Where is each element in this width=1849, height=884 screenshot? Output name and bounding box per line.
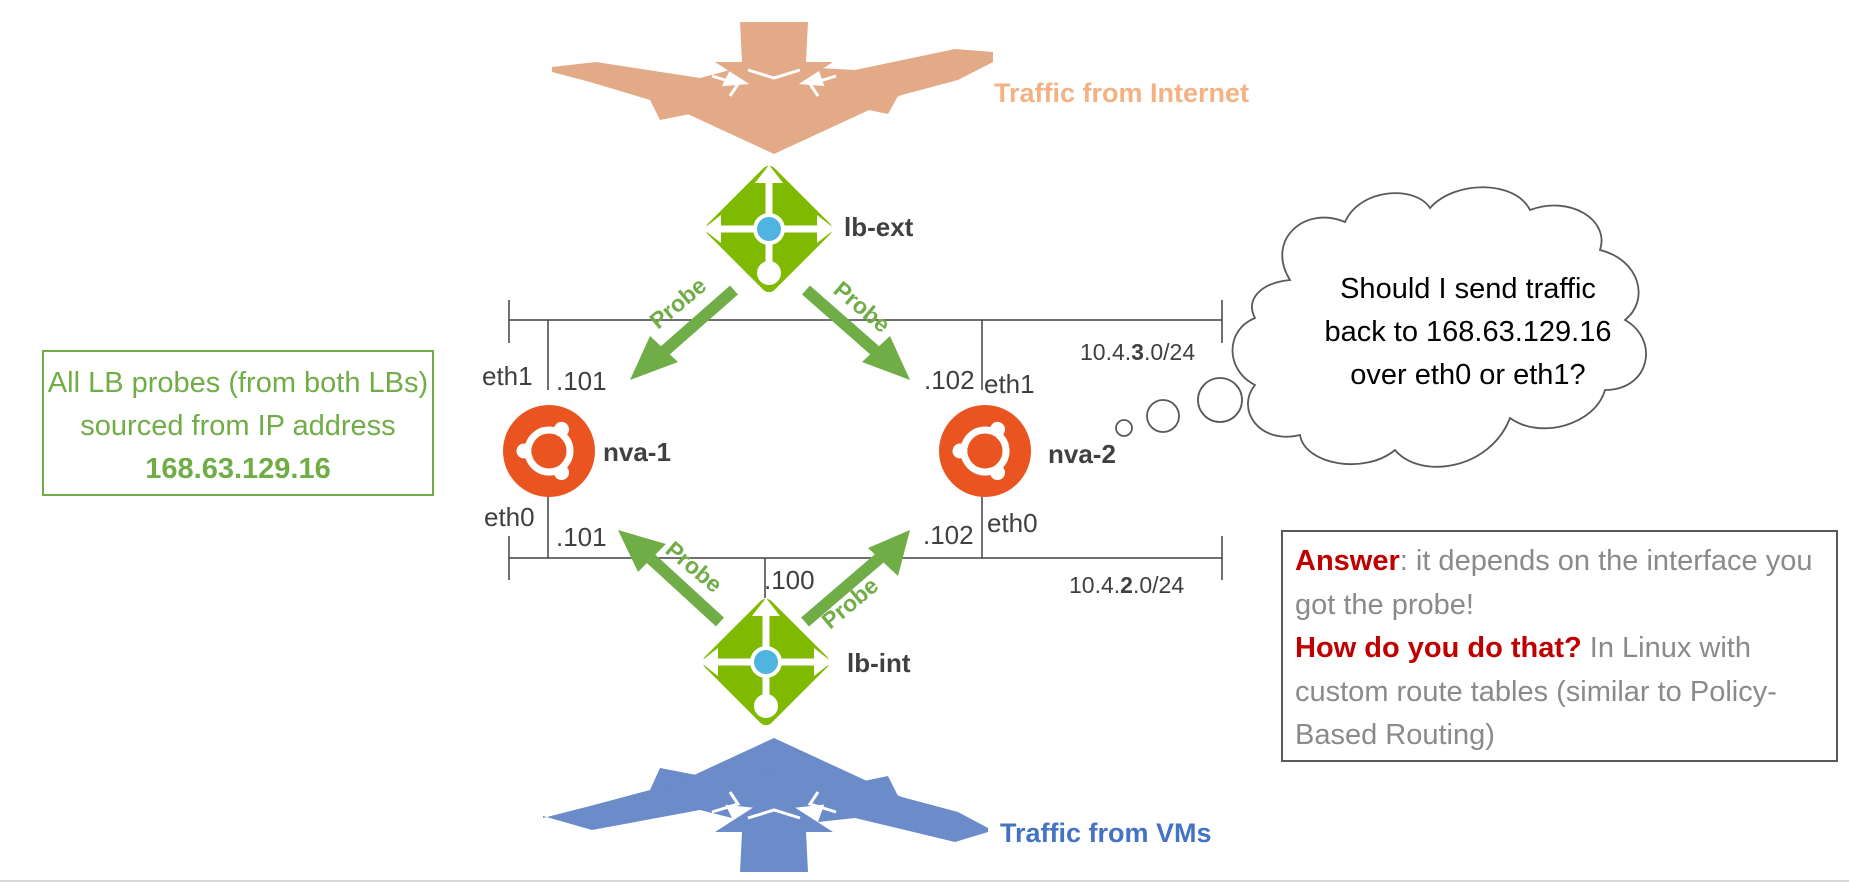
subnet-bottom-line	[508, 488, 1223, 598]
probe-arrows	[618, 285, 910, 627]
vm-traffic-label: Traffic from VMs	[1000, 818, 1212, 848]
thought-line-3: over eth0 or eth1?	[1350, 359, 1586, 391]
bottom-divider	[0, 880, 1849, 882]
subnet-top-label: 10.4.3.0/24	[1080, 339, 1195, 365]
internet-traffic-arrows	[552, 22, 993, 154]
nva-1-eth0-ip: .101	[556, 522, 607, 552]
thought-line-2: back to 168.63.129.16	[1324, 316, 1612, 348]
nva-1-label: nva-1	[603, 437, 671, 467]
lb-int-ip: .100	[764, 565, 815, 595]
answer-text: : it depends on the interface you got th…	[1295, 545, 1813, 621]
probe-label-2: Probe	[829, 276, 896, 338]
question-text: In Linux with custom route tables (simil…	[1295, 632, 1777, 751]
nva-2-eth0-label: eth0	[987, 508, 1038, 538]
load-balancer-icon	[703, 163, 836, 296]
subnet-top-line	[508, 300, 1223, 390]
lb-ext-label: lb-ext	[844, 212, 914, 242]
probes-note-text: All LB probes (from both LBs) sourced fr…	[47, 367, 429, 442]
nva-2-eth1-ip: .102	[924, 365, 975, 395]
probes-note-box: All LB probes (from both LBs) sourced fr…	[42, 350, 434, 496]
nva-1-eth0-label: eth0	[484, 502, 535, 532]
ubuntu-icon	[503, 405, 595, 497]
question-label: How do you do that?	[1295, 632, 1582, 664]
answer-box: Answer: it depends on the interface you …	[1281, 530, 1838, 762]
thought-line-1: Should I send traffic	[1340, 273, 1596, 305]
lb-int-node: lb-int .100	[700, 565, 911, 728]
nva-2-eth0-ip: .102	[923, 520, 974, 550]
nva-2-eth1-label: eth1	[984, 369, 1035, 399]
internet-traffic-label: Traffic from Internet	[994, 78, 1249, 108]
ubuntu-icon	[939, 405, 1031, 497]
thought-cloud-text: Should I send traffic back to 168.63.129…	[1268, 268, 1668, 398]
nva-1-node: nva-1 eth1 .101 eth0 .101	[482, 361, 671, 552]
probe-label-3: Probe	[661, 536, 728, 598]
nva-1-eth1-label: eth1	[482, 361, 533, 391]
lb-int-label: lb-int	[847, 648, 911, 678]
vm-traffic-arrows	[543, 738, 988, 872]
probes-note-ip: 168.63.129.16	[145, 453, 331, 485]
lb-ext-node: lb-ext	[703, 163, 914, 296]
nva-2-node: nva-2 .102 eth1 .102 eth0	[923, 365, 1116, 550]
answer-label: Answer	[1295, 545, 1400, 577]
nva-1-eth1-ip: .101	[556, 366, 607, 396]
subnet-bottom-label: 10.4.2.0/24	[1069, 572, 1184, 598]
nva-2-label: nva-2	[1048, 439, 1116, 469]
thought-cloud-icon	[1115, 186, 1647, 468]
